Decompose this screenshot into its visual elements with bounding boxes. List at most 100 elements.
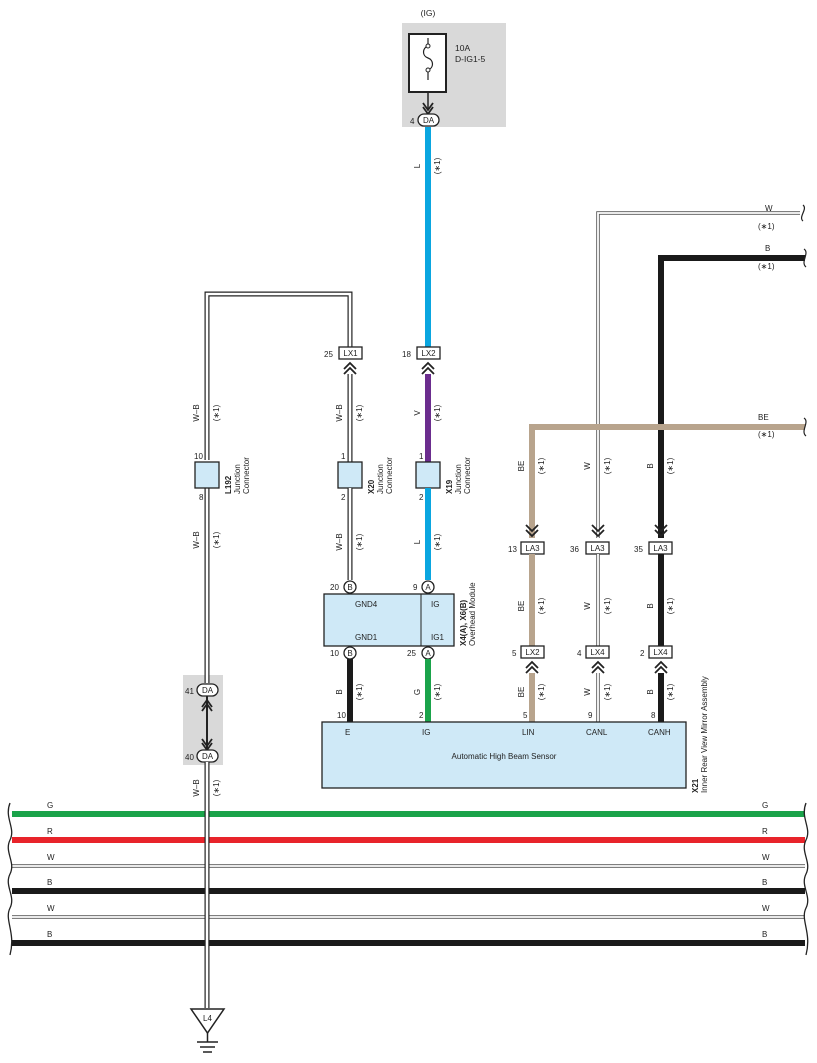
sensor-pin-number: 10 xyxy=(337,711,346,720)
module-pin-ig: 9 xyxy=(413,583,418,592)
ground-label: L4 xyxy=(203,1014,212,1023)
x19-pin-bottom: 2 xyxy=(419,493,424,502)
sensor-pin-number: 8 xyxy=(651,711,656,720)
wire-code-w-3: W xyxy=(583,688,592,696)
lx1-pin: 25 xyxy=(324,350,333,359)
wire-code-l-top: L xyxy=(413,163,422,168)
bus-label-left: W xyxy=(47,904,55,913)
wire-code-b-module: B xyxy=(335,689,344,694)
wire-code-b-3: B xyxy=(646,689,655,694)
da40-pin: 40 xyxy=(185,753,194,762)
x19-pin-top: 1 xyxy=(419,452,424,461)
wire-code-b-mid: B xyxy=(646,463,655,468)
wire-break-be-icon xyxy=(803,417,807,437)
lx2-bot-arrow-icon xyxy=(525,660,539,674)
lx2-bot-connector xyxy=(520,645,545,659)
lx4-1-pin: 4 xyxy=(577,649,582,658)
l192-pin-bottom: 8 xyxy=(199,493,204,502)
lx2-bot-pin: 5 xyxy=(512,649,517,658)
module-conn-b-bottom-label: B xyxy=(347,649,352,658)
lx2-top-pin: 18 xyxy=(402,350,411,359)
bus-label-left: R xyxy=(47,827,53,836)
wire-code-wb-l192-bot: W–B xyxy=(192,531,201,548)
la3-2-label: LA3 xyxy=(590,544,605,553)
la3-3-pin: 35 xyxy=(634,545,643,554)
wire-note-l-bottom: (∗1) xyxy=(433,533,442,550)
wire-note-g-module: (∗1) xyxy=(433,683,442,700)
wire-note-b-module: (∗1) xyxy=(355,683,364,700)
wire-note-be-mid: (∗1) xyxy=(537,457,546,474)
sensor-assembly: Inner Rear View Mirror Assembly xyxy=(700,676,709,793)
wire-wb-loop-inner xyxy=(205,292,352,460)
da40-label: DA xyxy=(202,752,214,761)
bus-break-left-icon xyxy=(7,802,13,956)
junction-x19: 1 2 X19 Junction Connector xyxy=(415,452,472,502)
wire-code-g-module: G xyxy=(413,689,422,695)
wire-code-w-top: W xyxy=(765,204,773,213)
bus-label-left: B xyxy=(47,930,52,939)
fuse-terminal-bottom xyxy=(425,67,431,73)
x20-box xyxy=(337,461,363,489)
x20-pin-bottom: 2 xyxy=(341,493,346,502)
ground-triangle xyxy=(189,1008,226,1035)
wire-code-wb-1: W–B xyxy=(335,404,344,421)
wire-note-wb-2: (∗1) xyxy=(355,533,364,550)
wire-note-wb-1: (∗1) xyxy=(355,404,364,421)
lx2-top-arrow-icon xyxy=(421,361,435,375)
wire-code-wb-ground: W–B xyxy=(192,779,201,796)
sensor-pin-label: E xyxy=(345,728,350,737)
sensor-pin-number: 2 xyxy=(419,711,424,720)
x20-desc1: Junction xyxy=(376,464,385,494)
x20-pin-top: 1 xyxy=(341,452,346,461)
fuse-terminal-top xyxy=(425,43,431,49)
fuse-icon xyxy=(422,38,434,80)
bus-label-right: B xyxy=(762,878,767,887)
wire-code-wb-2: W–B xyxy=(335,533,344,550)
fuse-da-connector xyxy=(417,113,440,127)
module-label-gnd1: GND1 xyxy=(355,633,378,642)
da-up-arrow-icon xyxy=(201,698,213,712)
da41-label: DA xyxy=(202,686,214,695)
sensor-box xyxy=(321,721,687,789)
fuse-pin-number: 4 xyxy=(410,117,415,126)
la3-3-label: LA3 xyxy=(653,544,668,553)
module-label-ig1: IG1 xyxy=(431,633,444,642)
module-conn-a-bottom-label: A xyxy=(425,649,431,658)
x20-desc2: Connector xyxy=(385,457,394,494)
ground-icon xyxy=(197,1041,218,1053)
lx1-label: LX1 xyxy=(343,349,358,358)
wire-code-be-3: BE xyxy=(517,687,526,698)
fuse-name: D-IG1-5 xyxy=(455,54,486,64)
x19-desc2: Connector xyxy=(463,457,472,494)
junction-x20: 1 2 X20 Junction Connector xyxy=(337,452,394,502)
lx2-bot-label: LX2 xyxy=(525,648,540,657)
bus-label-right: G xyxy=(762,801,768,810)
l192-pin-top: 10 xyxy=(194,452,203,461)
l192-id: L192 xyxy=(224,475,233,494)
wire-note-b-2: (∗1) xyxy=(666,597,675,614)
wire-note-wb-l192-bot: (∗1) xyxy=(212,531,221,548)
wire-code-be-2: BE xyxy=(517,601,526,612)
module-box xyxy=(323,593,455,647)
wire-code-b-2: B xyxy=(646,603,655,608)
lx4-1-arrow-icon xyxy=(591,660,605,674)
module-label-gnd4: GND4 xyxy=(355,600,378,609)
bus-lines: G G R R W W B B W W B B xyxy=(7,801,809,956)
wire-code-be-mid: BE xyxy=(517,461,526,472)
wire-note-v: (∗1) xyxy=(433,404,442,421)
wire-note-b-mid: (∗1) xyxy=(666,457,675,474)
sensor-pin-label: LIN xyxy=(522,728,535,737)
wire-code-w-2: W xyxy=(583,602,592,610)
lx1-connector xyxy=(338,346,363,360)
wire-note-w-mid: (∗1) xyxy=(603,457,612,474)
sensor-pin-label: CANL xyxy=(586,728,608,737)
wire-code-w-mid: W xyxy=(583,462,592,470)
bus-break-right-icon xyxy=(803,802,809,956)
module-pin-gnd1: 10 xyxy=(330,649,339,658)
lx4-1-label: LX4 xyxy=(590,648,605,657)
la3-1-pin: 13 xyxy=(508,545,517,554)
wire-note-be-2: (∗1) xyxy=(537,597,546,614)
la3-2-arrow-icon xyxy=(591,524,605,538)
l192-desc2: Connector xyxy=(242,457,251,494)
